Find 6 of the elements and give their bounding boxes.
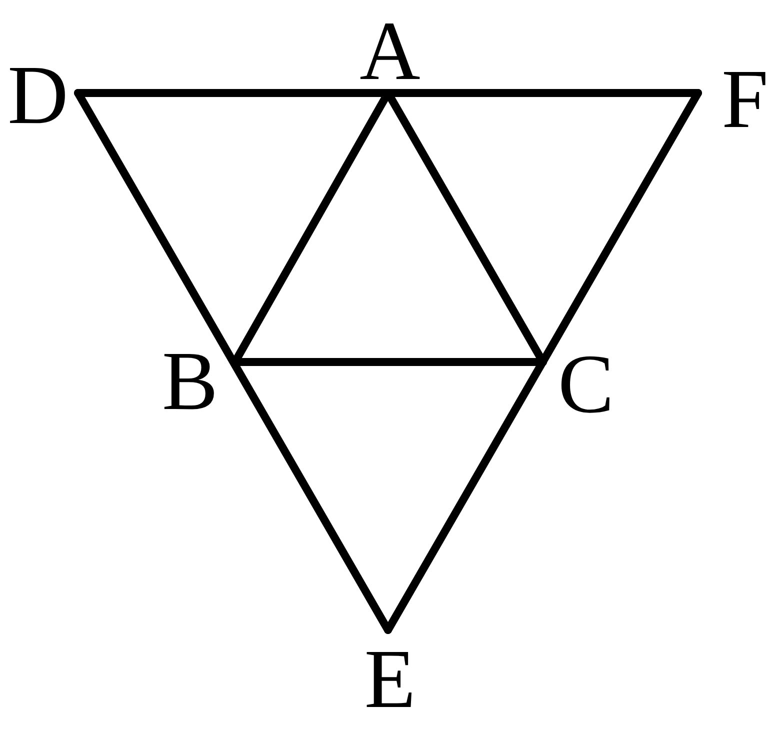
vertex-label: A bbox=[360, 10, 420, 94]
vertex-label: D bbox=[8, 54, 68, 138]
vertex-label: E bbox=[364, 638, 416, 722]
vertex-label: C bbox=[558, 343, 614, 427]
vertex-label: F bbox=[722, 58, 768, 142]
vertex-label: B bbox=[162, 340, 218, 424]
